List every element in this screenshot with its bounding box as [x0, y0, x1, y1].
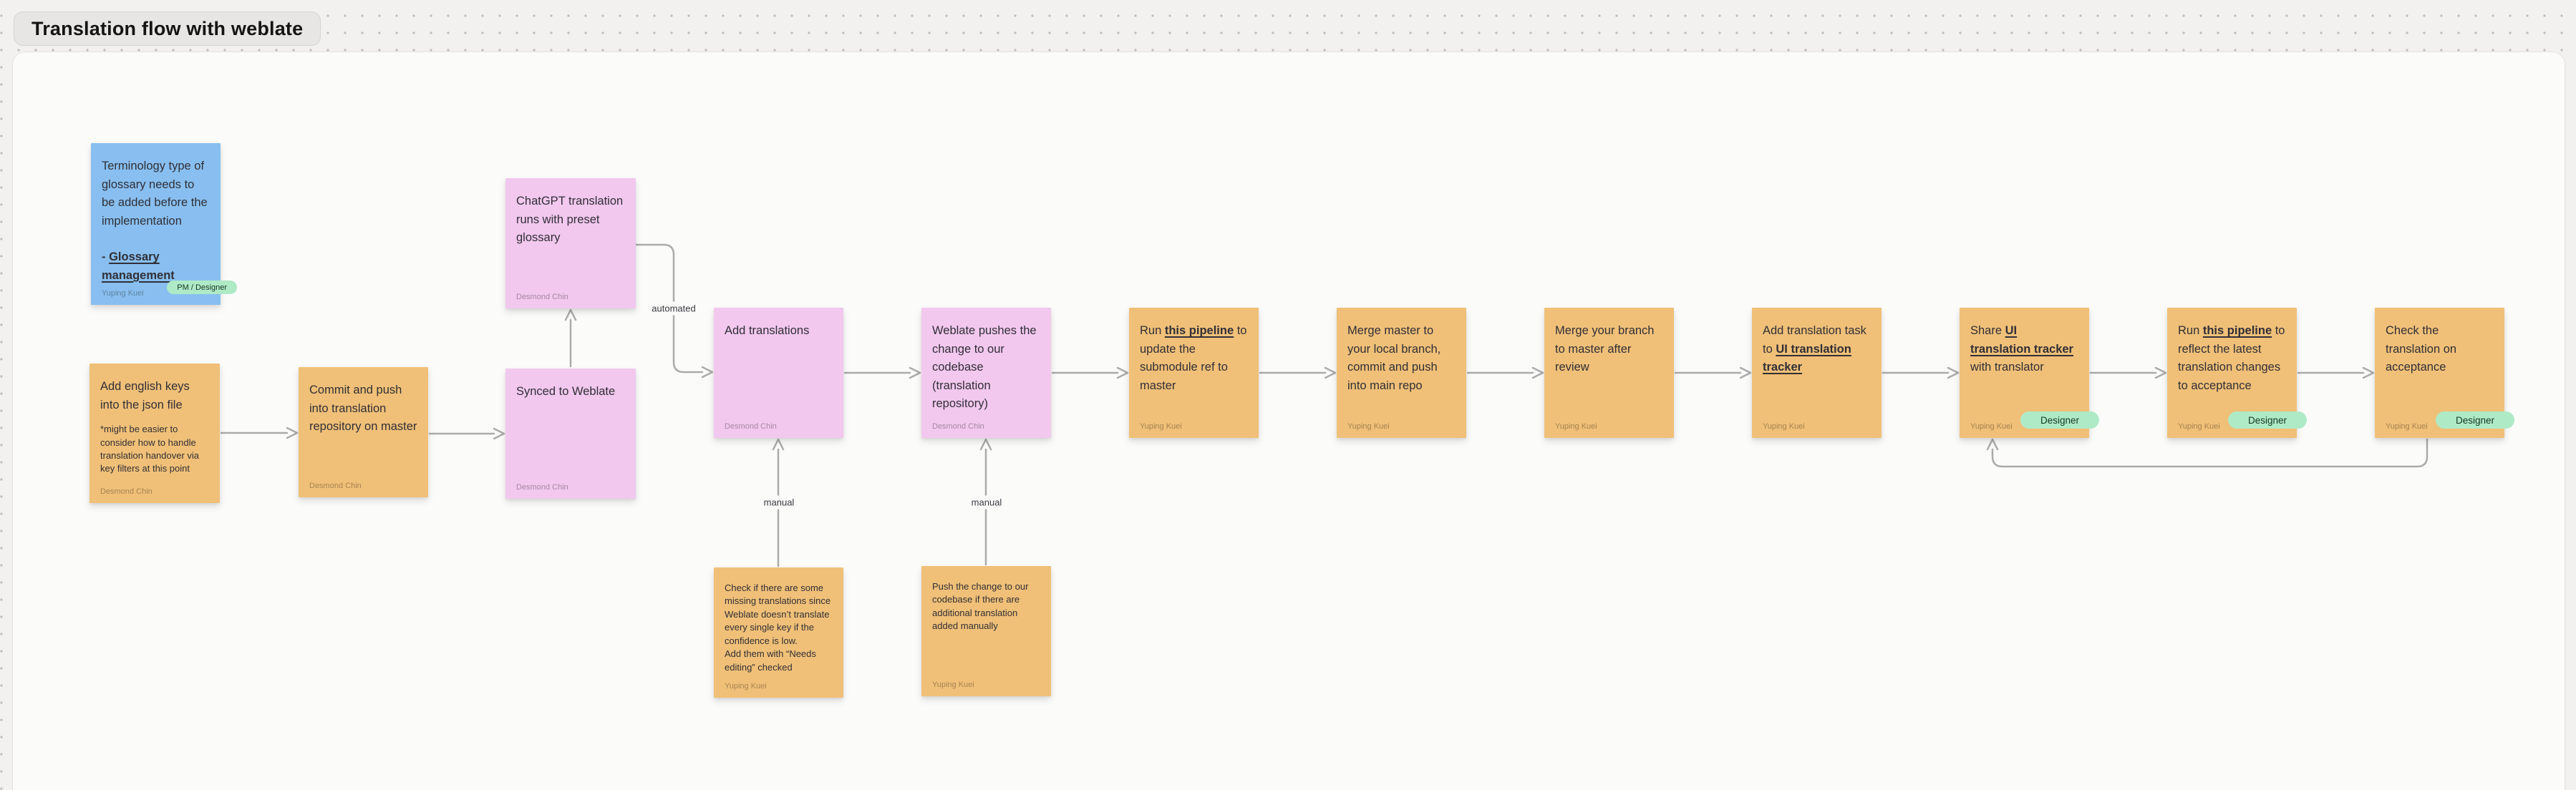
note-author: Desmond Chin	[932, 422, 984, 431]
note-author: Desmond Chin	[725, 422, 777, 431]
note-author: Desmond Chin	[516, 483, 568, 492]
note-text: Check if there are some missing translat…	[725, 582, 831, 673]
sticky-note-commit-and-push[interactable]: Commit and push into translation reposit…	[299, 367, 428, 497]
connector-label-manual[interactable]: manual	[760, 495, 798, 509]
note-author: Yuping Kuei	[1763, 422, 1805, 431]
role-tag-badge[interactable]: Designer	[2227, 411, 2307, 429]
note-text: Add english keys into the json file*migh…	[100, 380, 200, 474]
connector-check-translation-to-share-tracker[interactable]	[1986, 438, 2429, 468]
note-author: Yuping Kuei	[102, 289, 144, 298]
connector-label-automated[interactable]: automated	[648, 301, 699, 316]
note-text: Terminology type of glossary needs to be…	[102, 160, 208, 282]
note-author: Yuping Kuei	[1970, 422, 2013, 431]
note-author: Desmond Chin	[309, 482, 362, 490]
sticky-note-run-pipeline-submodule[interactable]: Run this pipeline to update the submodul…	[1129, 308, 1259, 438]
note-text: Add translations	[725, 324, 810, 337]
note-text: Add translation task to UI translation t…	[1763, 324, 1866, 374]
note-text: Check the translation on acceptance	[2386, 324, 2457, 374]
note-text: Commit and push into translation reposit…	[309, 384, 417, 434]
note-text: Merge your branch to master after review	[1555, 324, 1655, 374]
sticky-note-terminology-glossary[interactable]: Terminology type of glossary needs to be…	[91, 143, 237, 305]
board-title[interactable]: Translation flow with weblate	[14, 11, 321, 46]
note-text: Push the change to our codebase if there…	[932, 581, 1029, 632]
sticky-note-push-change-manually[interactable]: Push the change to our codebase if there…	[921, 566, 1051, 696]
sticky-note-share-tracker[interactable]: Share UI translation tracker with transl…	[1960, 308, 2099, 438]
note-author: Yuping Kuei	[1140, 422, 1182, 431]
sticky-note-weblate-pushes[interactable]: Weblate pushes the change to our codebas…	[921, 308, 1051, 438]
note-author: Yuping Kuei	[725, 682, 767, 691]
note-text: Merge master to your local branch, commi…	[1347, 324, 1441, 392]
note-author: Yuping Kuei	[1555, 422, 1597, 431]
note-text: ChatGPT translation runs with preset glo…	[516, 195, 624, 245]
note-author: Yuping Kuei	[2178, 422, 2220, 431]
note-author: Yuping Kuei	[1347, 422, 1390, 431]
note-author: Yuping Kuei	[2386, 422, 2428, 431]
sticky-note-merge-master[interactable]: Merge master to your local branch, commi…	[1337, 308, 1466, 438]
section-frame[interactable]	[12, 52, 2565, 790]
sticky-note-chatgpt-translation[interactable]: ChatGPT translation runs with preset glo…	[505, 178, 636, 308]
role-tag-badge[interactable]: Designer	[2435, 411, 2514, 429]
note-text: Run this pipeline to reflect the latest …	[2178, 324, 2285, 392]
sticky-note-add-english-keys[interactable]: Add english keys into the json file*migh…	[89, 364, 220, 503]
note-text: Share UI translation tracker with transl…	[1970, 324, 2073, 374]
role-tag-badge[interactable]: PM / Designer	[167, 281, 237, 294]
note-text: Run this pipeline to update the submodul…	[1140, 324, 1247, 392]
note-author: Desmond Chin	[100, 487, 152, 496]
note-text: Synced to Weblate	[516, 385, 616, 398]
note-author: Desmond Chin	[516, 293, 568, 301]
note-text: Weblate pushes the change to our codebas…	[932, 324, 1037, 411]
sticky-note-check-missing-translations[interactable]: Check if there are some missing translat…	[714, 567, 843, 698]
sticky-note-add-translation-task[interactable]: Add translation task to UI translation t…	[1752, 308, 1882, 438]
sticky-note-run-pipeline-reflect[interactable]: Run this pipeline to reflect the latest …	[2167, 308, 2307, 438]
note-author: Yuping Kuei	[932, 681, 974, 689]
sticky-note-merge-branch[interactable]: Merge your branch to master after review…	[1544, 308, 1674, 438]
connector-label-manual[interactable]: manual	[967, 495, 1006, 509]
role-tag-badge[interactable]: Designer	[2020, 411, 2099, 429]
